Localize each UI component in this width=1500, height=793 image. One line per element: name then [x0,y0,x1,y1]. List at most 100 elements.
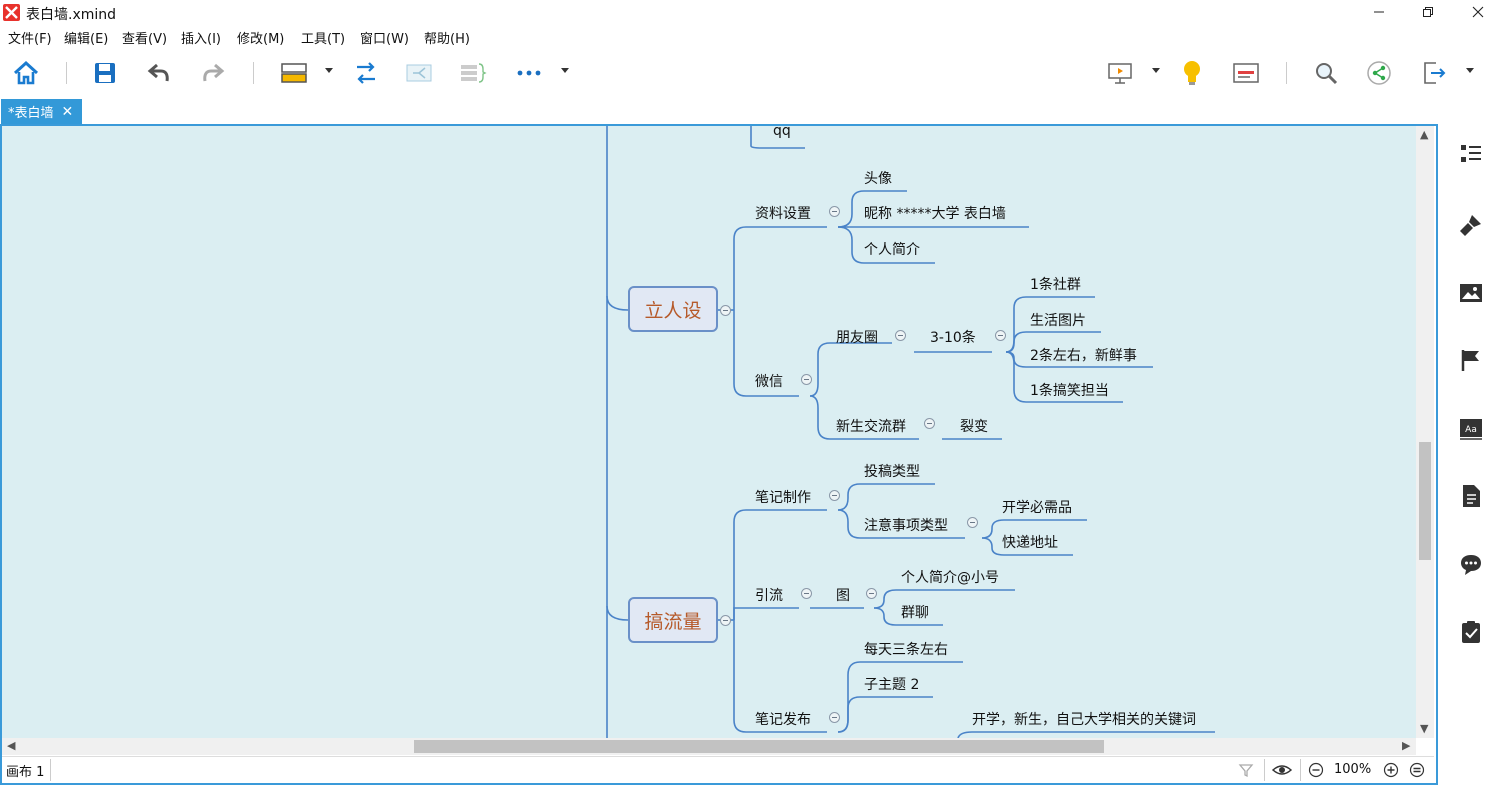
vertical-scrollbar[interactable]: ▲ ▼ [1416,126,1434,738]
minimize-button[interactable] [1356,0,1402,24]
topic-fission[interactable]: 裂变 [960,419,988,435]
collapse-icon[interactable] [866,588,877,599]
more-icon[interactable] [514,58,544,88]
format-icon[interactable] [1458,212,1484,238]
redo-icon[interactable] [198,58,228,88]
menu-insert[interactable]: 插入(I) [181,32,221,47]
boundary-icon[interactable] [458,58,488,88]
topic-school-essentials[interactable]: 开学必需品 [1002,500,1072,516]
menu-edit[interactable]: 编辑(E) [64,32,109,47]
save-icon[interactable] [90,58,120,88]
zoom-out-icon[interactable] [1308,762,1324,782]
tab-document[interactable]: *表白墙 ✕ [1,99,82,124]
topic-delivery-address[interactable]: 快递地址 [1002,535,1058,551]
vertical-scroll-thumb[interactable] [1419,442,1431,560]
filter-icon[interactable] [1238,762,1254,782]
restore-button[interactable] [1405,0,1451,24]
export-icon[interactable] [1419,58,1449,88]
menu-view[interactable]: 查看(V) [122,32,168,47]
scroll-right-icon[interactable]: ▶ [1402,739,1411,752]
marker-icon[interactable] [1458,347,1484,373]
presentation-icon[interactable] [1105,58,1135,88]
menu-modify[interactable]: 修改(M) [237,32,285,47]
topic-dropdown-icon[interactable] [325,68,333,73]
search-icon[interactable] [1311,58,1341,88]
collapse-icon[interactable] [720,615,731,626]
topic-moments[interactable]: 朋友圈 [836,330,878,346]
subtopic-note-publish[interactable]: 笔记发布 [755,712,811,728]
topic-submission-type[interactable]: 投稿类型 [864,464,920,480]
export-dropdown-icon[interactable] [1466,68,1474,73]
topic-nickname[interactable]: 昵称 *****大学 表白墙 [864,206,1006,222]
sheet-tab[interactable]: 画布 1 [6,765,45,780]
collapse-icon[interactable] [967,517,978,528]
topic-fresh-news[interactable]: 2条左右，新鲜事 [1030,348,1137,364]
tab-close-icon[interactable]: ✕ [61,103,74,120]
tab-label: *表白墙 [8,106,54,121]
topic-notice-type[interactable]: 注意事项类型 [864,518,948,534]
collapse-icon[interactable] [801,374,812,385]
undo-icon[interactable] [144,58,174,88]
horizontal-scrollbar[interactable]: ◀ ▶ [2,738,1416,755]
topic-qq[interactable]: qq [773,126,791,139]
menu-help[interactable]: 帮助(H) [424,32,470,47]
topic-community[interactable]: 1条社群 [1030,277,1081,293]
zoom-in-icon[interactable] [1383,762,1399,782]
share-icon[interactable] [1364,58,1394,88]
topic-freshman-group[interactable]: 新生交流群 [836,419,906,435]
main-topic-2[interactable]: 搞流量 [628,597,718,643]
scroll-up-icon[interactable]: ▲ [1420,128,1429,141]
main-topic-1[interactable]: 立人设 [628,286,718,332]
collapse-icon[interactable] [924,418,935,429]
horizontal-scroll-thumb[interactable] [414,740,1104,753]
svg-text:Aa: Aa [1465,425,1477,435]
outline-icon[interactable] [1458,141,1484,167]
image-icon[interactable] [1458,280,1484,306]
topic-three-per-day[interactable]: 每天三条左右 [864,642,948,658]
subtopic-wechat[interactable]: 微信 [755,374,783,390]
text-style-icon[interactable]: Aa [1458,416,1484,442]
topic-funny[interactable]: 1条搞笑担当 [1030,383,1109,399]
subtopic-note-making[interactable]: 笔记制作 [755,490,811,506]
more-dropdown-icon[interactable] [561,68,569,73]
menu-window[interactable]: 窗口(W) [360,32,409,47]
task-icon[interactable] [1458,619,1484,645]
collapse-icon[interactable] [720,305,731,316]
notes-icon[interactable] [1458,483,1484,509]
topic-subtopic-2[interactable]: 子主题 2 [864,677,920,693]
subtopic-traffic[interactable]: 引流 [755,588,783,604]
close-window-button[interactable] [1455,0,1500,24]
topic-bio-alt[interactable]: 个人简介@小号 [901,570,999,586]
comment-icon[interactable] [1458,551,1484,577]
collapse-icon[interactable] [801,588,812,599]
topic-avatar[interactable]: 头像 [864,171,892,187]
topic-image[interactable]: 图 [836,588,850,604]
menu-file[interactable]: 文件(F) [8,32,52,47]
topic-life-photos[interactable]: 生活图片 [1030,313,1086,329]
connector-lines [606,126,1215,738]
collapse-icon[interactable] [829,712,840,723]
relationship-icon[interactable] [351,58,381,88]
idea-icon[interactable] [1177,58,1207,88]
collapse-icon[interactable] [895,330,906,341]
fit-icon[interactable] [1409,762,1425,782]
scroll-left-icon[interactable]: ◀ [7,739,16,752]
topic-bio[interactable]: 个人简介 [864,242,920,258]
topic-icon[interactable] [279,58,309,88]
collapse-icon[interactable] [829,206,840,217]
tab-strip: *表白墙 ✕ [0,98,1500,124]
collapse-icon[interactable] [995,330,1006,341]
mind-map-canvas[interactable]: qq 立人设 资料设置 头像 昵称 *****大学 表白墙 个人简介 微信 朋友… [2,126,1416,738]
topic-group-chat[interactable]: 群聊 [901,605,929,621]
topic-keywords[interactable]: 开学，新生，自己大学相关的关键词 [972,712,1196,728]
summary-icon[interactable] [404,58,434,88]
collapse-icon[interactable] [829,490,840,501]
subtopic-profile-settings[interactable]: 资料设置 [755,206,811,222]
eye-icon[interactable] [1271,762,1293,782]
topic-post-count[interactable]: 3-10条 [930,330,976,346]
scroll-down-icon[interactable]: ▼ [1420,722,1429,735]
outliner-icon[interactable] [1231,58,1261,88]
menu-tools[interactable]: 工具(T) [301,32,346,47]
home-icon[interactable] [11,58,41,88]
presentation-dropdown-icon[interactable] [1152,68,1160,73]
